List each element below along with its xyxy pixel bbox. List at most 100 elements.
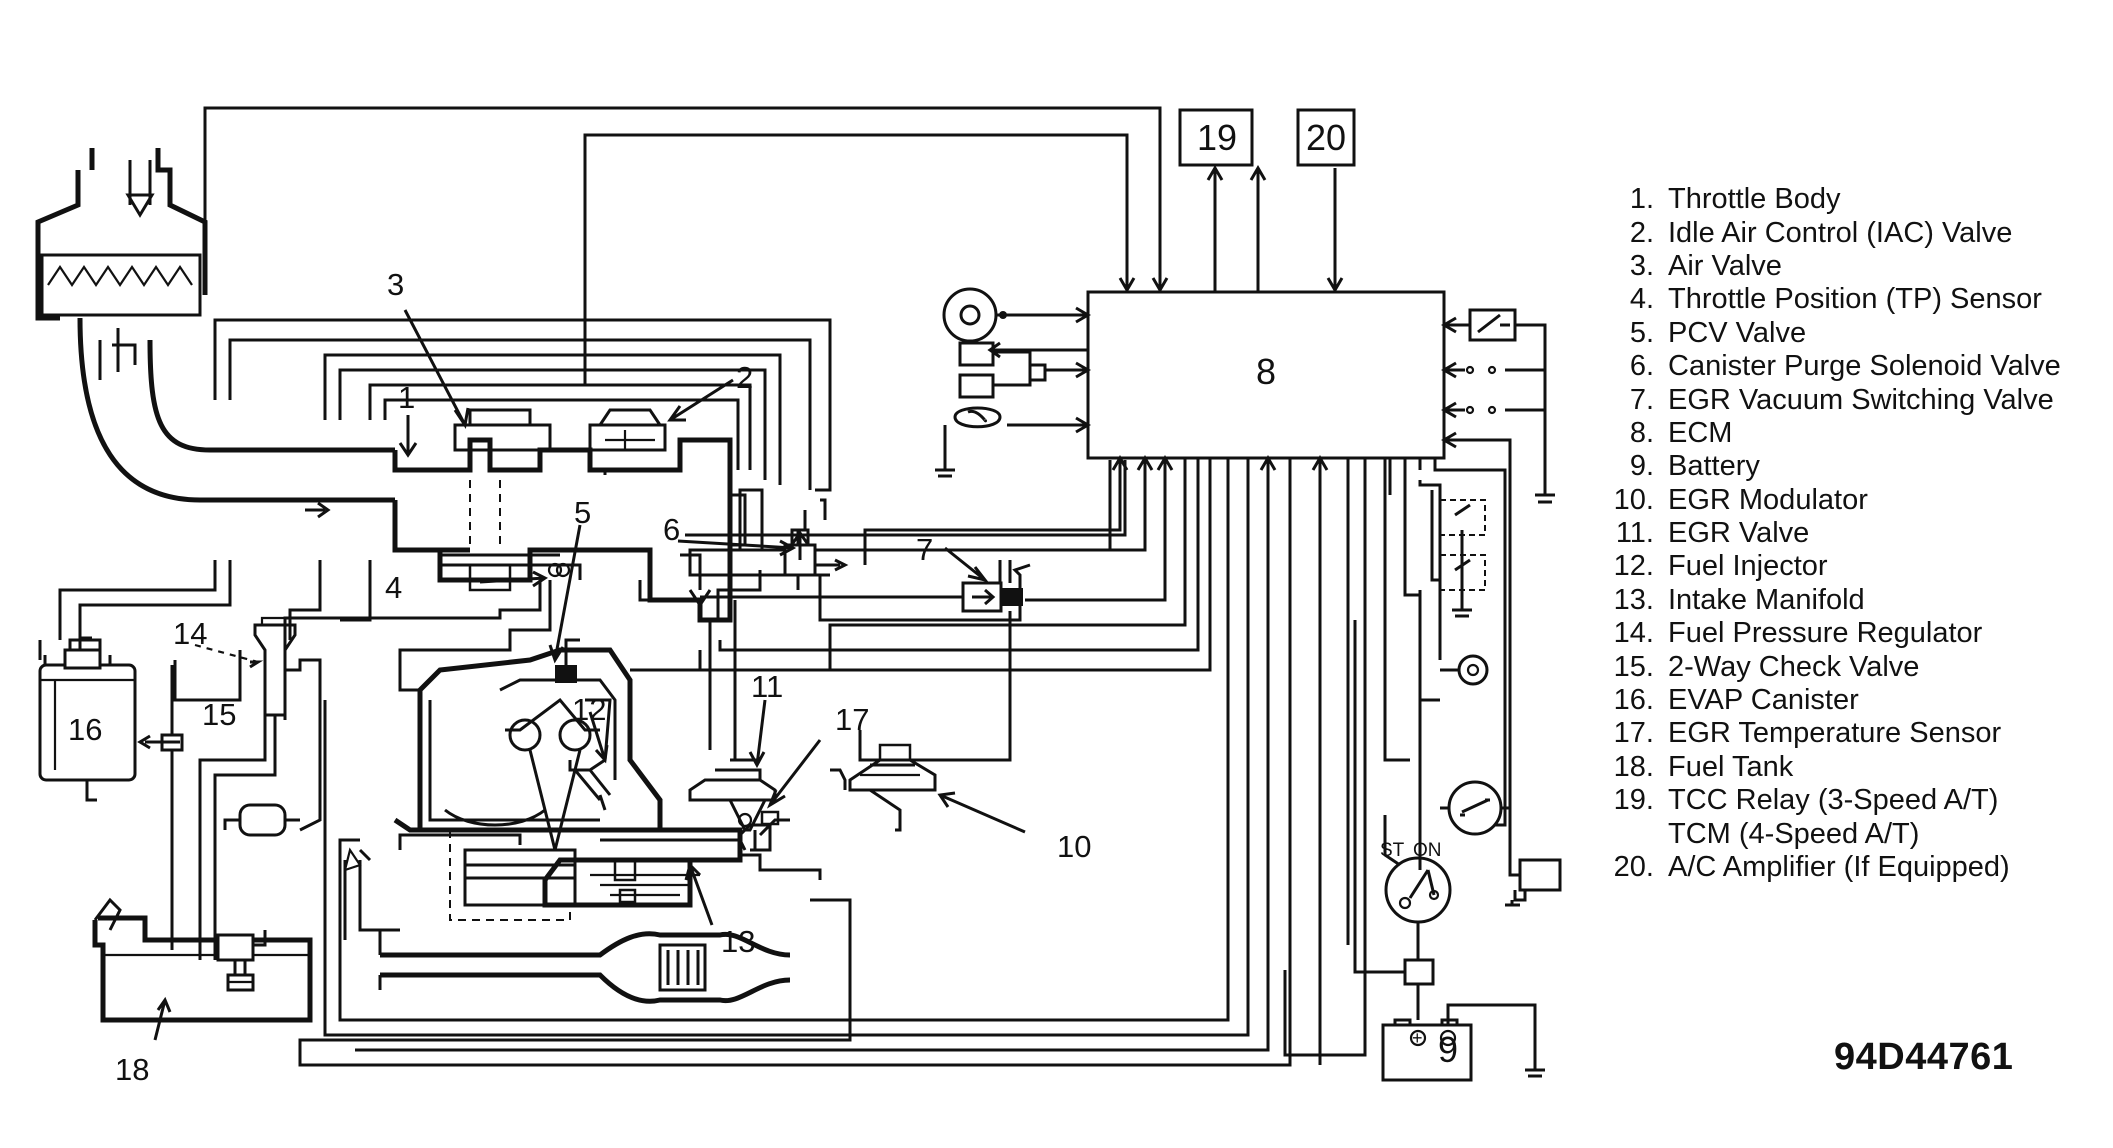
legend-item: 16. EVAP Canister <box>1598 684 2108 717</box>
callout-19: 19 <box>1197 117 1237 158</box>
callout-17: 17 <box>835 702 869 737</box>
legend-item: 19.TCC Relay (3-Speed A/T) <box>1598 784 2108 817</box>
switch-label-on: ON <box>1413 840 1442 861</box>
legend-number: 6. <box>1629 350 1654 383</box>
coil-sensor <box>1440 654 1489 686</box>
callout-14: 14 <box>173 616 207 651</box>
legend-item: 12. Fuel Injector <box>1598 550 2108 583</box>
battery-minus: − <box>1442 1028 1453 1048</box>
leader-lines <box>137 309 1026 1041</box>
callout-3: 3 <box>387 267 404 302</box>
legend-item: 2.Idle Air Control (IAC) Valve <box>1598 216 2108 249</box>
legend-label: EGR Temperature Sensor <box>1668 717 2002 750</box>
fuel-injector <box>568 698 612 811</box>
legend-label: A/C Amplifier (If Equipped) <box>1668 851 2010 883</box>
evap-canister <box>38 636 137 802</box>
callout-15: 15 <box>202 697 236 732</box>
relay-circle <box>1440 780 1510 836</box>
ac-amplifier-box <box>1296 108 1356 167</box>
legend-label: ECM <box>1668 416 1733 449</box>
legend-item: 5.PCV Valve <box>1598 317 2108 350</box>
legend-number: 14. <box>1613 617 1654 650</box>
callout-11: 11 <box>751 669 783 704</box>
callout-13: 13 <box>721 924 755 959</box>
legend-number: 19. <box>1613 784 1654 817</box>
engine-cylinder <box>398 647 663 921</box>
legend-label: Battery <box>1668 450 1760 483</box>
legend-item: 20. A/C Amplifier (If Equipped) <box>1598 851 2108 884</box>
ecm-inputs-right <box>1441 308 1555 860</box>
legend-label: Fuel Pressure Regulator <box>1668 617 1983 650</box>
legend-item: 7. EGR Vacuum Switching Valve <box>1598 383 2108 416</box>
legend-item: 11. EGR Valve <box>1598 517 2108 550</box>
legend-label: Air Valve <box>1668 249 1782 282</box>
callout-4: 4 <box>385 570 402 605</box>
legend-number: 10. <box>1613 483 1654 516</box>
catalytic-converter <box>343 847 791 1004</box>
fusible-link <box>1353 620 1435 1020</box>
speed-sensor <box>942 287 1007 343</box>
legend-number: 17. <box>1613 717 1654 750</box>
throttle-body <box>392 408 764 623</box>
callout-9: 9 <box>1438 1029 1458 1070</box>
legend-item: 15.2-Way Check Valve <box>1598 650 2108 683</box>
legend-item: 13. Intake Manifold <box>1598 584 2108 617</box>
fuel-filter <box>223 803 300 837</box>
egr-modulator <box>830 743 937 832</box>
legend-item: 18.Fuel Tank <box>1598 751 2108 784</box>
legend-item: 6.Canister Purge Solenoid Valve <box>1598 350 2108 383</box>
figure-id: 94D44761 <box>1834 1036 2014 1078</box>
tcc-relay-box <box>1178 108 1254 167</box>
legend-item: 8.ECM <box>1598 417 2108 450</box>
legend-number: 12. <box>1613 550 1654 583</box>
relay-switches <box>1418 490 1486 870</box>
callout-7: 7 <box>916 532 933 567</box>
fuel-tank <box>92 897 313 1023</box>
legend-number: 13. <box>1613 583 1654 616</box>
egr-valve <box>688 758 777 850</box>
legend-number: 5. <box>1629 316 1654 349</box>
legend-label: 2-Way Check Valve <box>1668 650 1920 683</box>
legend-number: 2. <box>1629 216 1654 249</box>
battery <box>1381 1003 1545 1082</box>
legend-number: 20. <box>1613 851 1654 883</box>
legend-item: 10.EGR Modulator <box>1598 484 2108 517</box>
legend-label: EGR Valve <box>1668 517 1810 550</box>
callout-18: 18 <box>115 1052 149 1087</box>
pcv-valve <box>555 638 580 683</box>
air-cleaner <box>35 148 208 321</box>
legend-item: 4. Throttle Position (TP) Sensor <box>1598 283 2108 316</box>
legend-label: Fuel Tank <box>1668 750 1794 783</box>
legend-number: 3. <box>1629 249 1654 282</box>
callout-16: 16 <box>68 712 102 747</box>
legend-label: EGR Vacuum Switching Valve <box>1668 383 2054 416</box>
sensor-boxes <box>953 341 1032 429</box>
legend-number: 1. <box>1629 183 1654 216</box>
ecm-wiring <box>298 165 1507 1067</box>
legend-item: 1. Throttle Body <box>1598 183 2108 216</box>
legend-label: EVAP Canister <box>1668 684 1859 717</box>
legend-item: 3. Air Valve <box>1598 250 2108 283</box>
legend-label: Throttle Position (TP) Sensor <box>1668 283 2042 316</box>
legend-label: Fuel Injector <box>1668 550 1828 583</box>
legend-number: 11. <box>1615 517 1654 550</box>
switch-label-st: ST <box>1380 840 1405 861</box>
legend-number: 7. <box>1629 383 1654 416</box>
legend-number: 9. <box>1629 450 1654 483</box>
ecm-box <box>1086 290 1446 460</box>
callout-8: 8 <box>1256 351 1276 392</box>
legend-number: 4. <box>1629 283 1654 316</box>
callout-10: 10 <box>1057 829 1091 864</box>
starter-motor <box>1505 858 1562 907</box>
canister-purge-solenoid <box>783 528 849 577</box>
legend-label: Throttle Body <box>1668 183 1841 216</box>
legend-label-continuation: TCM (4-Speed A/T) <box>1668 817 1920 850</box>
intake-duct <box>77 317 395 519</box>
legend-item: 9. Battery <box>1598 450 2108 483</box>
legend-label: Intake Manifold <box>1668 583 1865 616</box>
callout-6: 6 <box>663 512 680 547</box>
legend-number: 16. <box>1613 684 1654 717</box>
ignition-switch <box>1383 815 1452 960</box>
callout-labels: 1 2 3 4 5 6 7 8 9 10 11 12 13 14 15 16 1… <box>68 117 1458 1087</box>
